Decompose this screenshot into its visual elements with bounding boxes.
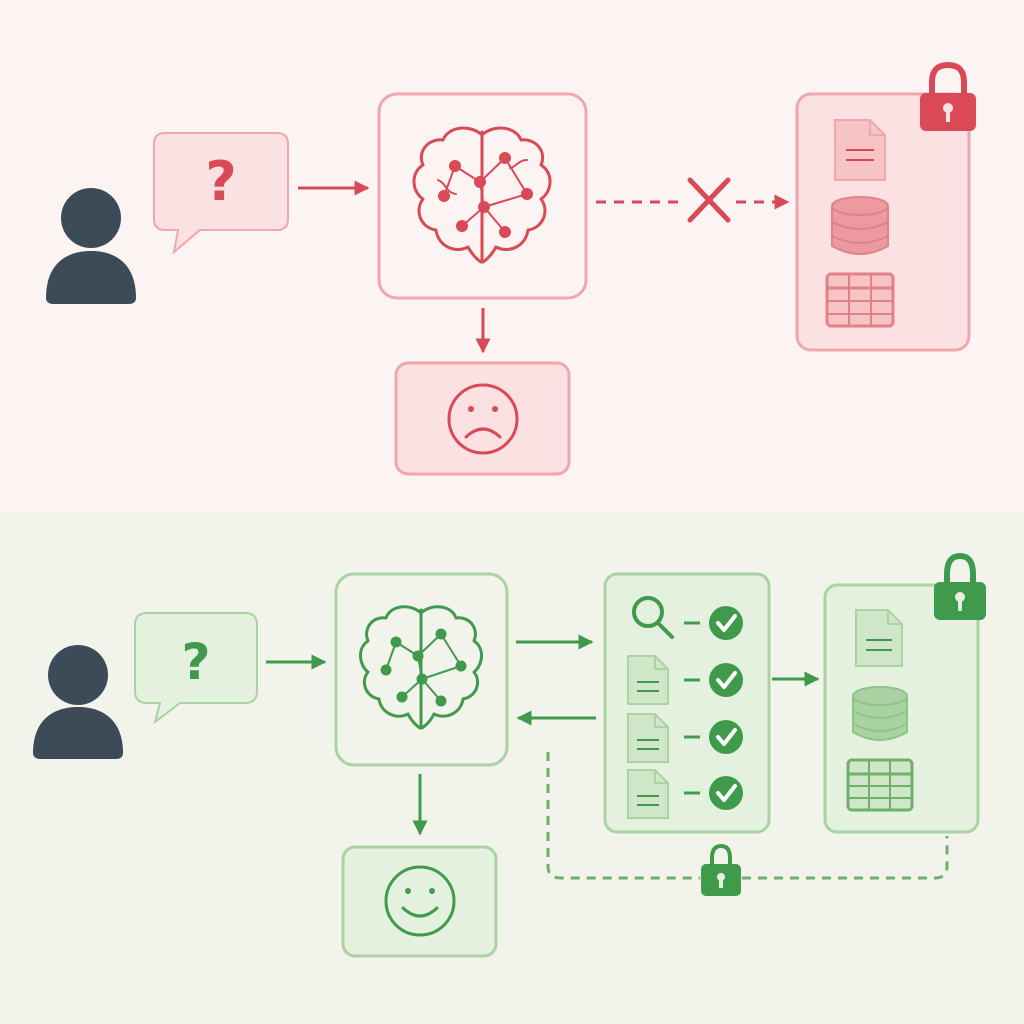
table-icon <box>825 272 895 328</box>
document-icon <box>627 769 669 819</box>
person-icon <box>46 188 136 304</box>
check-icon <box>709 776 743 810</box>
result-box <box>394 361 571 476</box>
person-icon <box>33 645 123 759</box>
smiley-face-icon <box>384 865 456 937</box>
check-icon <box>709 720 743 754</box>
database-icon <box>852 686 908 741</box>
speech-bubble-icon: ? <box>153 132 289 255</box>
check-icon <box>709 663 743 697</box>
check-icon <box>709 606 743 640</box>
magnifier-icon <box>632 596 674 639</box>
document-icon <box>834 119 886 181</box>
brain-nodes <box>380 628 467 707</box>
top-panel: ? <box>46 61 976 476</box>
sad-face-icon <box>447 383 519 455</box>
padlock-icon <box>701 843 741 896</box>
table-icon <box>846 758 914 812</box>
document-icon <box>855 609 903 667</box>
brain-nodes <box>438 152 533 238</box>
blocked-x-icon <box>687 177 731 223</box>
padlock-icon <box>920 61 976 131</box>
speech-bubble-icon: ? <box>134 612 258 725</box>
secure-loop-line <box>546 752 949 880</box>
document-icon <box>627 713 669 763</box>
bottom-panel: ? <box>33 552 986 958</box>
document-icon <box>627 655 669 705</box>
result-box <box>341 845 498 958</box>
database-icon <box>831 196 889 255</box>
padlock-icon <box>934 552 986 620</box>
question-mark: ? <box>205 150 236 213</box>
question-mark: ? <box>181 633 210 691</box>
